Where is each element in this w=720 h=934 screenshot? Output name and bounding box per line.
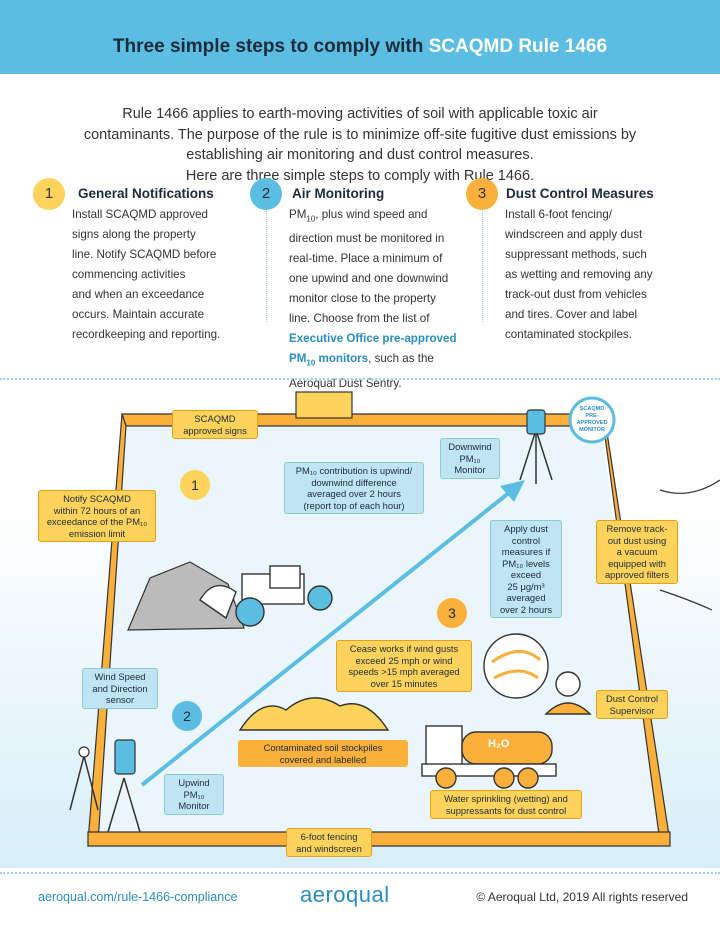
tank-label: H₂O xyxy=(488,738,510,750)
truck-wheel xyxy=(493,767,515,789)
anemometer xyxy=(78,746,90,758)
covered-stockpile xyxy=(238,697,390,731)
truck-wheel xyxy=(435,767,457,789)
copyright-text: © Aeroqual Ltd, 2019 All rights reserved xyxy=(476,890,688,904)
pm-contribution-label: PM₁₀ contribution is upwind/downwind dif… xyxy=(284,462,424,514)
intro-text: Rule 1466 applies to earth-moving activi… xyxy=(83,106,637,184)
diagram-step-1-badge: 1 xyxy=(180,470,210,500)
step-2-title: Air Monitoring xyxy=(292,186,385,201)
truck-cab xyxy=(425,725,463,767)
diagram-step-2-badge: 2 xyxy=(172,701,202,731)
soil-pile xyxy=(127,561,245,631)
wind-gust-circle xyxy=(483,633,549,699)
divider xyxy=(482,182,483,322)
downwind-monitor-device xyxy=(526,409,546,435)
step-1-title: General Notifications xyxy=(78,186,214,201)
step-3-title: Dust Control Measures xyxy=(506,186,654,201)
loader-wheel-front xyxy=(235,597,265,627)
diagram-step-3-badge: 3 xyxy=(437,598,467,628)
header-banner: Three simple steps to comply with SCAQMD… xyxy=(0,0,720,74)
loader-wheel-rear xyxy=(307,585,333,611)
upwind-monitor-device xyxy=(114,739,136,775)
pre-approved-stamp xyxy=(568,396,616,444)
fence-front xyxy=(87,831,671,847)
truck-wheel xyxy=(517,767,539,789)
site-diagram: 1 2 3 SCAQMD approved signs Notify SCAQM… xyxy=(0,380,720,868)
footer-url-link[interactable]: aeroqual.com/rule-1466-compliance xyxy=(38,890,238,904)
footer: aeroqual.com/rule-1466-compliance aeroqu… xyxy=(0,872,720,934)
monitor-list-link-2[interactable]: PM10 monitors xyxy=(289,352,369,368)
signs-label: SCAQMD approved signs xyxy=(172,410,258,439)
sign-board xyxy=(295,391,353,419)
section-divider xyxy=(0,378,720,380)
monitor-list-link[interactable]: Executive Office pre-approved xyxy=(289,332,457,346)
aeroqual-logo: aeroqual xyxy=(300,882,390,907)
wind-arrow-head xyxy=(500,480,525,502)
loader-cab xyxy=(269,565,301,589)
wind-direction-arrow xyxy=(140,486,517,787)
supervisor-head xyxy=(555,671,581,697)
step-1-badge: 1 xyxy=(33,178,65,210)
road-edge xyxy=(659,479,720,611)
step-3-text: Install 6-foot fencing/windscreen and ap… xyxy=(505,208,653,341)
divider xyxy=(266,182,267,322)
loader-bucket xyxy=(199,584,237,620)
supervisor-body xyxy=(544,702,592,715)
step-2-text: PM10, plus wind speed and direction must… xyxy=(289,208,457,390)
step-3-badge: 3 xyxy=(466,178,498,210)
step-2-badge: 2 xyxy=(250,178,282,210)
site-illustration xyxy=(0,391,720,868)
page-title: Three simple steps to comply with SCAQMD… xyxy=(112,36,608,57)
